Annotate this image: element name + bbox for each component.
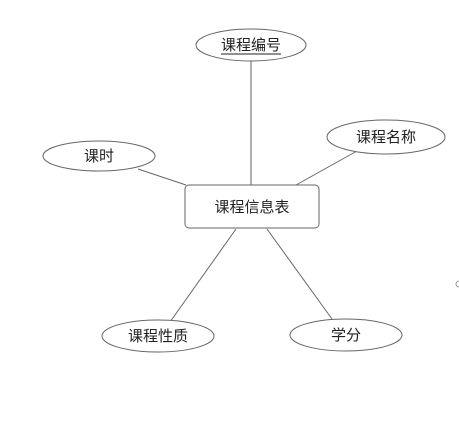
attribute-ellipse bbox=[101, 319, 215, 353]
attribute-course-nature: 课程性质 bbox=[101, 319, 215, 353]
attribute-label-course-nature: 课程性质 bbox=[128, 327, 188, 345]
attribute-credits: 学分 bbox=[289, 318, 403, 352]
connector-course-nature bbox=[169, 228, 237, 323]
entity-course-info-table: 课程信息表 bbox=[184, 184, 320, 229]
attribute-course-number: 课程编号 bbox=[195, 28, 307, 62]
edge-artifact bbox=[455, 280, 459, 288]
attribute-course-name: 课程名称 bbox=[326, 119, 446, 155]
attribute-class-hours: 课时 bbox=[42, 140, 156, 172]
attribute-label-class-hours: 课时 bbox=[84, 147, 114, 165]
attribute-ellipse bbox=[289, 318, 403, 352]
entity-box bbox=[184, 184, 320, 229]
connector-credits bbox=[266, 228, 333, 320]
attribute-ellipse bbox=[326, 119, 446, 155]
entity-label: 课程信息表 bbox=[214, 198, 289, 216]
attribute-label-course-name: 课程名称 bbox=[356, 128, 416, 146]
attribute-label-course-number: 课程编号 bbox=[221, 36, 281, 54]
attribute-ellipse bbox=[195, 28, 307, 62]
connectors bbox=[137, 61, 358, 323]
connector-course-name bbox=[295, 150, 358, 186]
connector-class-hours bbox=[137, 168, 187, 186]
attribute-label-credits: 学分 bbox=[331, 326, 361, 344]
attribute-ellipse bbox=[42, 140, 156, 172]
